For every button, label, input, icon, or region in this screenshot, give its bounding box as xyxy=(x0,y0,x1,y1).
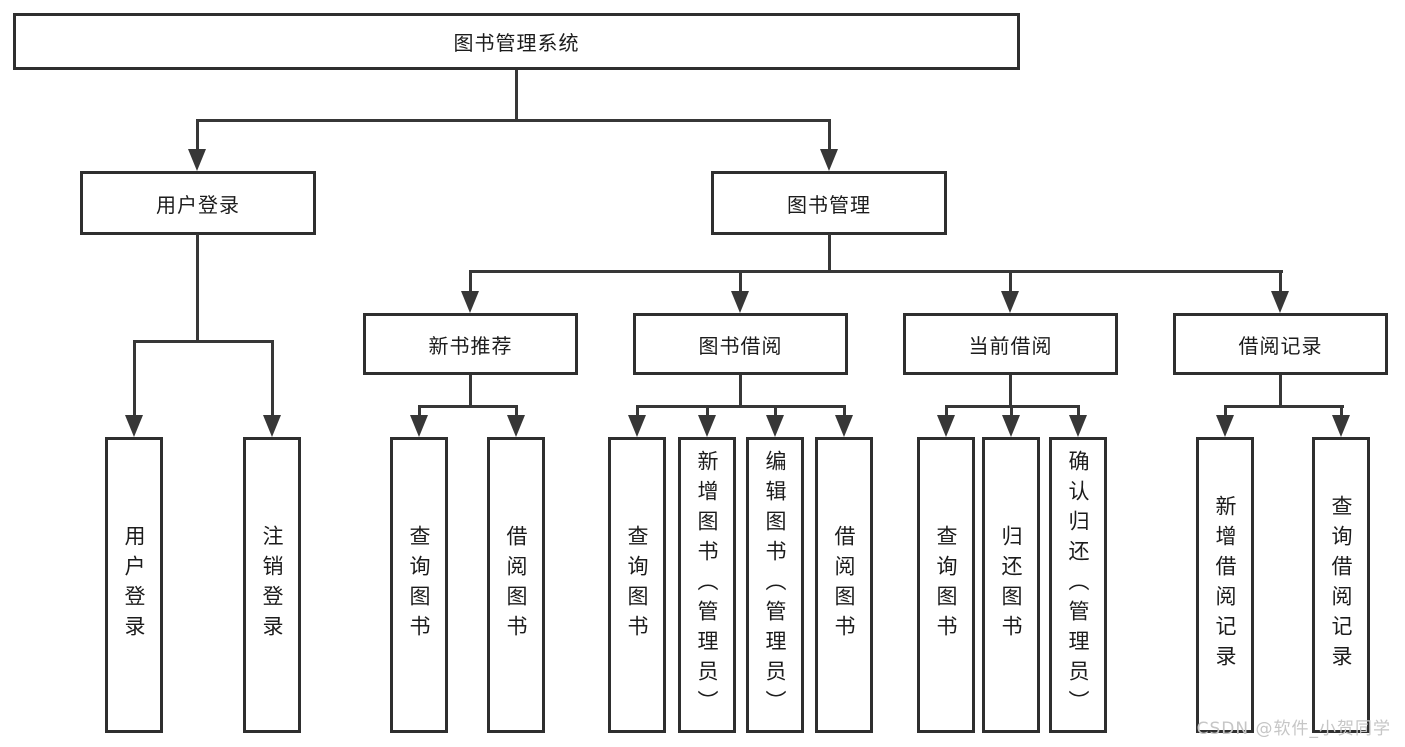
leaf-edit-books-admin: 编辑图书（管理员） xyxy=(746,437,804,733)
connector-line xyxy=(515,70,518,121)
connector-line xyxy=(1224,405,1227,417)
leaf-label: 新增借阅记录 xyxy=(1213,495,1237,675)
connector-line xyxy=(469,270,1283,273)
connector-line xyxy=(515,405,518,417)
connector-line xyxy=(636,405,639,417)
arrow-down-icon xyxy=(628,415,646,437)
leaf-label: 归还图书 xyxy=(999,525,1023,645)
connector-line xyxy=(1010,405,1013,417)
connector-line xyxy=(1009,270,1012,294)
leaf-borrow-books: 借阅图书 xyxy=(815,437,873,733)
connector-line xyxy=(469,375,472,408)
leaf-return-books: 归还图书 xyxy=(982,437,1040,733)
arrow-down-icon xyxy=(1002,415,1020,437)
connector-line xyxy=(1279,270,1282,294)
connector-line xyxy=(706,405,709,417)
arrow-down-icon xyxy=(125,415,143,437)
connector-line xyxy=(196,234,199,343)
connector-line xyxy=(774,405,777,417)
watermark-text: CSDN @软件_小贺同学 xyxy=(1196,719,1391,739)
node-new-book-recommend: 新书推荐 xyxy=(363,313,578,375)
leaf-confirm-return-admin: 确认归还（管理员） xyxy=(1049,437,1107,733)
leaf-label: 查询图书 xyxy=(934,525,958,645)
connector-line xyxy=(133,340,274,343)
connector-line xyxy=(418,405,518,408)
leaf-add-borrow-record: 新增借阅记录 xyxy=(1196,437,1254,733)
connector-line xyxy=(1340,405,1343,417)
arrow-down-icon xyxy=(263,415,281,437)
arrow-down-icon xyxy=(937,415,955,437)
leaf-label: 确认归还（管理员） xyxy=(1066,450,1090,720)
arrow-down-icon xyxy=(835,415,853,437)
node-label: 图书管理 xyxy=(787,192,871,217)
node-user-login: 用户登录 xyxy=(80,171,316,235)
leaf-borrow-books-recommend: 借阅图书 xyxy=(487,437,545,733)
arrow-down-icon xyxy=(1001,291,1019,313)
node-book-management: 图书管理 xyxy=(711,171,947,235)
connector-line xyxy=(469,270,472,294)
arrow-down-icon xyxy=(410,415,428,437)
node-label: 图书借阅 xyxy=(698,333,783,358)
node-label: 图书管理系统 xyxy=(453,31,580,55)
arrow-down-icon xyxy=(188,149,206,171)
connector-line xyxy=(828,234,831,273)
connector-line xyxy=(843,405,846,417)
arrow-down-icon xyxy=(507,415,525,437)
leaf-add-books-admin: 新增图书（管理员） xyxy=(678,437,736,733)
node-label: 当前借阅 xyxy=(968,333,1053,358)
connector-line xyxy=(133,340,136,417)
connector-line xyxy=(196,119,199,151)
leaf-query-books-borrowing: 查询图书 xyxy=(608,437,666,733)
node-borrowing-records: 借阅记录 xyxy=(1173,313,1388,375)
leaf-label: 查询借阅记录 xyxy=(1329,495,1353,675)
connector-line xyxy=(739,375,742,408)
leaf-logout: 注销登录 xyxy=(243,437,301,733)
arrow-down-icon xyxy=(766,415,784,437)
node-label: 借阅记录 xyxy=(1238,333,1323,358)
connector-line xyxy=(1009,375,1012,408)
leaf-label: 借阅图书 xyxy=(832,525,856,645)
node-book-borrowing: 图书借阅 xyxy=(633,313,848,375)
connector-line xyxy=(1279,375,1282,408)
leaf-label: 借阅图书 xyxy=(504,525,528,645)
connector-line xyxy=(271,340,274,417)
connector-line xyxy=(1224,405,1344,408)
arrow-down-icon xyxy=(1069,415,1087,437)
leaf-label: 新增图书（管理员） xyxy=(695,450,719,720)
connector-line xyxy=(196,119,831,122)
leaf-query-books-recommend: 查询图书 xyxy=(390,437,448,733)
arrow-down-icon xyxy=(1271,291,1289,313)
connector-line xyxy=(945,405,948,417)
connector-line xyxy=(636,405,846,408)
arrow-down-icon xyxy=(461,291,479,313)
arrow-down-icon xyxy=(820,149,838,171)
leaf-query-books-current: 查询图书 xyxy=(917,437,975,733)
connector-line xyxy=(828,119,831,151)
leaf-label: 用户登录 xyxy=(122,525,146,645)
leaf-label: 编辑图书（管理员） xyxy=(763,450,787,720)
node-label: 用户登录 xyxy=(156,192,240,217)
leaf-label: 注销登录 xyxy=(260,525,284,645)
arrow-down-icon xyxy=(1216,415,1234,437)
arrow-down-icon xyxy=(731,291,749,313)
leaf-label: 查询图书 xyxy=(625,525,649,645)
leaf-label: 查询图书 xyxy=(407,525,431,645)
node-root-library-system: 图书管理系统 xyxy=(13,13,1020,70)
node-current-borrowing: 当前借阅 xyxy=(903,313,1118,375)
arrow-down-icon xyxy=(1332,415,1350,437)
connector-line xyxy=(1077,405,1080,417)
connector-line xyxy=(418,405,421,417)
leaf-query-borrow-record: 查询借阅记录 xyxy=(1312,437,1370,733)
leaf-user-login: 用户登录 xyxy=(105,437,163,733)
node-label: 新书推荐 xyxy=(428,333,513,358)
connector-line xyxy=(739,270,742,294)
arrow-down-icon xyxy=(698,415,716,437)
